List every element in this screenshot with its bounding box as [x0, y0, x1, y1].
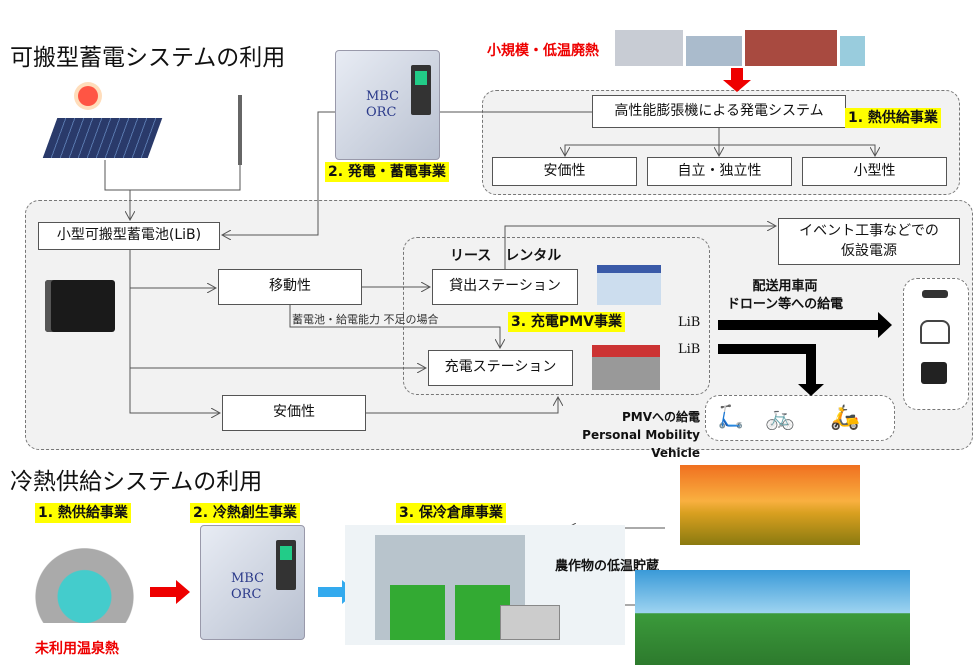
delivery-robot-icon: [921, 362, 947, 384]
section1-title: 可搬型蓄電システムの利用: [10, 45, 286, 71]
heat-supply-business-label: 1. 熱供給事業: [845, 108, 941, 128]
lib-tag-1: LiB: [678, 315, 701, 330]
drone-icon: [922, 290, 948, 298]
cheap-box: 安価性: [222, 395, 366, 431]
delivery-label: 配送用車両ドローン等への給電: [726, 279, 844, 312]
pmv-vehicles-panel: [705, 395, 895, 441]
charge-station-box: 充電ステーション: [428, 350, 573, 386]
bicycle-icon: 🚲: [765, 403, 795, 431]
unused-heat-label: 未利用温泉熱: [35, 641, 119, 657]
lib-tag-2: LiB: [678, 342, 701, 357]
cold-creation-label: 2. 冷熱創生事業: [190, 503, 300, 523]
battery-image: [45, 280, 115, 332]
delivery-car-icon: [920, 320, 950, 344]
red-arrow-icon: [723, 68, 751, 92]
generation-system-box: 高性能膨張機による発電システム: [592, 95, 846, 128]
mobility-box: 移動性: [218, 269, 362, 305]
feature-box-cheap: 安価性: [492, 157, 637, 186]
orchard-image: [635, 570, 910, 665]
feature-box-compact: 小型性: [802, 157, 947, 186]
lease-rental-label: リース レンタル: [450, 248, 562, 264]
cold-warehouse-image: [345, 525, 625, 645]
delivery-arrow-icon: [718, 312, 892, 338]
feature-box-independent: 自立・独立性: [647, 157, 792, 186]
red-flow-arrow-icon: [150, 580, 190, 604]
scooter-icon: 🛴: [717, 405, 745, 430]
rice-field-image: [680, 465, 860, 545]
power-storage-business-label: 2. 発電・蓄電事業: [325, 162, 449, 182]
event-power-box: イベント工事などでの仮設電源: [778, 218, 960, 265]
solar-panel-image: [42, 118, 163, 158]
pmv-arrow-icon: [718, 344, 824, 396]
crop-storage-label: 農作物の低温貯蔵: [555, 559, 660, 574]
shortage-note: 蓄電池・給電能力 不足の場合: [292, 313, 439, 326]
warehouse-image: [592, 345, 660, 390]
wind-turbine-image: [238, 95, 242, 165]
lib-box: 小型可搬型蓄電池(LiB): [38, 222, 220, 250]
delivery-vehicles-panel: [903, 278, 969, 410]
factory-buildings-image: [615, 28, 870, 66]
heat-source-label: 小規模・低温廃熱: [487, 43, 599, 59]
section2-title: 冷熱供給システムの利用: [10, 469, 263, 495]
charging-pmv-business-label: 3. 充電PMV事業: [508, 312, 625, 332]
cold-heat-supply-label: 1. 熱供給事業: [35, 503, 131, 523]
motorbike-icon: 🛵: [830, 403, 860, 431]
hot-spring-image: [22, 535, 147, 623]
convenience-store-image: [597, 265, 661, 305]
cold-storage-label: 3. 保冷倉庫事業: [396, 503, 506, 523]
rental-station-box: 貸出ステーション: [432, 269, 578, 305]
sun-icon: [78, 86, 98, 106]
